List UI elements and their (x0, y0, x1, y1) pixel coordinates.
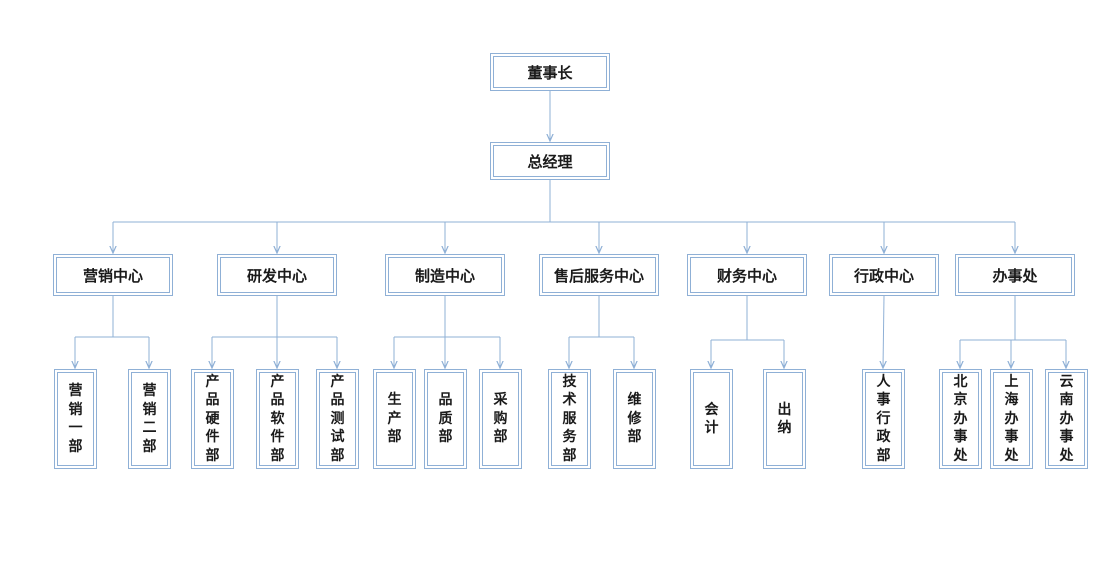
center-node-offices: 办事处 (955, 254, 1075, 296)
dept-node: 产品测试部 (316, 369, 359, 469)
center-label: 行政中心 (853, 266, 914, 285)
dept-label: 出纳 (777, 401, 792, 437)
dept-label: 人事行政部 (876, 373, 891, 464)
dept-node: 维修部 (613, 369, 656, 469)
dept-label: 品质部 (438, 392, 453, 446)
center-label: 办事处 (992, 266, 1038, 285)
chairman-label: 董事长 (527, 63, 573, 82)
dept-label: 产品硬件部 (205, 373, 220, 464)
dept-label: 维修部 (627, 392, 642, 446)
center-node-finance: 财务中心 (687, 254, 807, 296)
dept-node: 产品硬件部 (191, 369, 234, 469)
dept-label: 产品软件部 (270, 373, 285, 464)
center-label: 制造中心 (414, 266, 475, 285)
dept-label: 营销一部 (68, 383, 83, 455)
center-label: 营销中心 (82, 266, 143, 285)
center-node-rnd: 研发中心 (217, 254, 337, 296)
dept-node: 生产部 (373, 369, 416, 469)
dept-node: 采购部 (479, 369, 522, 469)
general-manager-label: 总经理 (527, 152, 573, 171)
dept-node: 出纳 (763, 369, 806, 469)
center-node-admin: 行政中心 (829, 254, 939, 296)
dept-label: 采购部 (493, 392, 508, 446)
dept-node: 上海办事处 (990, 369, 1033, 469)
connector-arrow (883, 295, 884, 368)
dept-node: 北京办事处 (939, 369, 982, 469)
dept-label: 上海办事处 (1004, 373, 1019, 464)
dept-node: 会计 (690, 369, 733, 469)
dept-label: 营销二部 (142, 383, 157, 455)
general-manager-node: 总经理 (490, 142, 610, 180)
dept-node: 云南办事处 (1045, 369, 1088, 469)
dept-node: 技术服务部 (548, 369, 591, 469)
dept-node: 产品软件部 (256, 369, 299, 469)
dept-label: 技术服务部 (562, 373, 577, 464)
center-label: 研发中心 (246, 266, 307, 285)
center-node-marketing: 营销中心 (53, 254, 173, 296)
center-node-after-sales: 售后服务中心 (539, 254, 659, 296)
dept-label: 会计 (704, 401, 719, 437)
dept-label: 云南办事处 (1059, 373, 1074, 464)
dept-node: 人事行政部 (862, 369, 905, 469)
dept-label: 产品测试部 (330, 373, 345, 464)
dept-label: 生产部 (387, 392, 402, 446)
chairman-node: 董事长 (490, 53, 610, 91)
dept-node: 营销一部 (54, 369, 97, 469)
dept-label: 北京办事处 (953, 373, 968, 464)
dept-node: 营销二部 (128, 369, 171, 469)
center-label: 售后服务中心 (553, 266, 644, 285)
center-node-manufacturing: 制造中心 (385, 254, 505, 296)
dept-node: 品质部 (424, 369, 467, 469)
center-label: 财务中心 (716, 266, 777, 285)
